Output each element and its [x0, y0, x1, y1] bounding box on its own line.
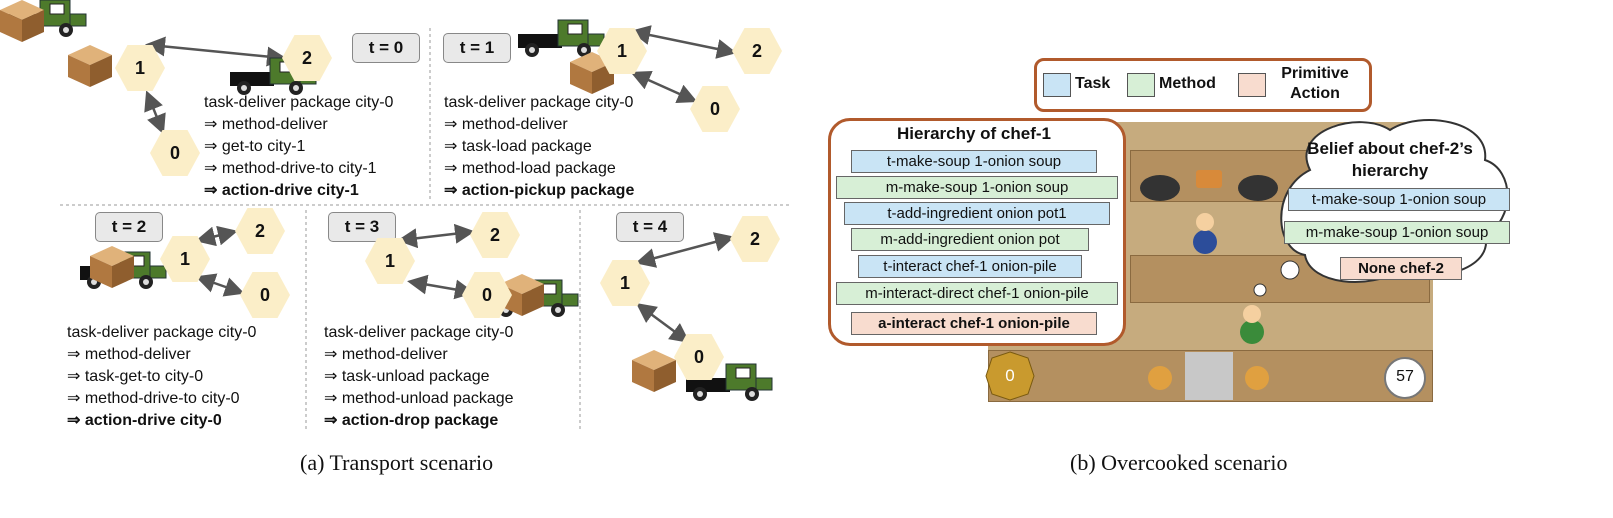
hier-item: m-interact-direct chef-1 onion-pile — [836, 282, 1118, 305]
edge — [145, 36, 287, 67]
caption-a: (a) Transport scenario — [300, 450, 494, 475]
city-node: 0 — [462, 272, 512, 318]
chef-2-icon — [1193, 230, 1217, 254]
chef-1-title: Hierarchy of chef-1 — [897, 124, 1051, 143]
hier-item-primitive: a-interact chef-1 onion-pile — [851, 312, 1097, 335]
legend — [1034, 58, 1372, 112]
timestep-badge: t = 4 — [616, 212, 684, 242]
plan-text: task-deliver package city-0⇒ method-deli… — [324, 324, 514, 429]
edge — [630, 25, 737, 59]
chef-1-icon — [1240, 320, 1264, 344]
onion-pile-icon — [1245, 366, 1269, 390]
belief-title: Belief about chef-2’s hierarchy — [1307, 139, 1473, 180]
legend-label-method: Method — [1159, 75, 1216, 92]
belief-item: t-make-soup 1-onion soup — [1288, 188, 1510, 211]
city-node: 2 — [282, 35, 332, 81]
hier-item: t-interact chef-1 onion-pile — [858, 255, 1082, 278]
plan-text: task-deliver package city-0⇒ method-deli… — [67, 324, 257, 429]
thought-bubble — [1253, 283, 1267, 297]
timer-icon — [1384, 357, 1426, 399]
legend-swatch-task — [1043, 73, 1071, 97]
edge — [195, 225, 238, 247]
dish-stack-icon — [1196, 170, 1222, 188]
plan-text: task-deliver package city-0⇒ method-deli… — [204, 94, 394, 199]
timer-value: 57 — [1396, 368, 1414, 385]
score-badge — [985, 351, 1035, 401]
edge — [195, 273, 245, 297]
timestep-badge: t = 0 — [352, 33, 420, 63]
edge — [630, 71, 698, 103]
timestep-badge: t = 3 — [328, 212, 396, 242]
belief-item: m-make-soup 1-onion soup — [1284, 221, 1510, 244]
edge — [635, 303, 691, 343]
hier-item: t-make-soup 1-onion soup — [851, 150, 1097, 173]
legend-swatch-method — [1127, 73, 1155, 97]
timestep-badge: t = 1 — [443, 33, 511, 63]
edge — [635, 232, 735, 268]
edge — [407, 274, 475, 300]
legend-swatch-primitive — [1238, 73, 1266, 97]
package-icon — [0, 0, 44, 42]
serve-tile — [1185, 352, 1233, 400]
legend-label-primitive: Primitive Action — [1281, 65, 1349, 102]
pot-icon — [1238, 175, 1278, 201]
hier-item: m-make-soup 1-onion soup — [836, 176, 1118, 199]
hier-item: t-add-ingredient onion pot1 — [844, 202, 1110, 225]
city-node: 1 — [365, 238, 415, 284]
hier-item: m-add-ingredient onion pot — [851, 228, 1089, 251]
city-node: 2 — [470, 212, 520, 258]
timestep-badge: t = 2 — [95, 212, 163, 242]
edge — [144, 90, 166, 135]
caption-b: (b) Overcooked scenario — [1070, 450, 1288, 475]
score-value: 0 — [1005, 366, 1015, 385]
pot-icon — [1140, 175, 1180, 201]
onion-pile-icon — [1148, 366, 1172, 390]
plan-text: task-deliver package city-0⇒ method-deli… — [444, 94, 635, 199]
edge — [397, 223, 475, 249]
legend-label-task: Task — [1075, 75, 1111, 92]
belief-item-primitive: None chef-2 — [1340, 257, 1462, 280]
thought-bubble — [1280, 260, 1300, 280]
